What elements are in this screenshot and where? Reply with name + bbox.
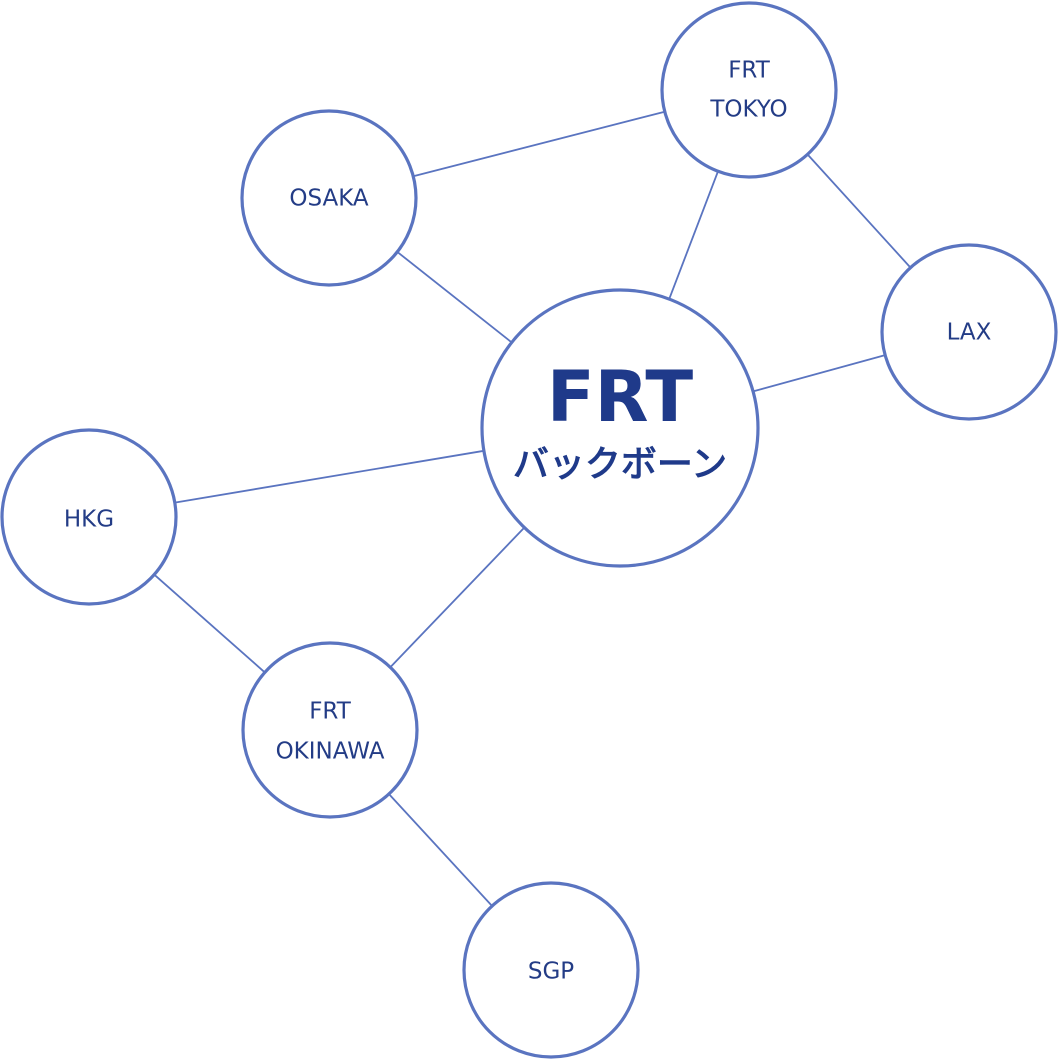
node-circle — [660, 1, 838, 179]
node-label: HKG — [64, 507, 114, 533]
node-circle — [240, 109, 418, 287]
edge-hub-osaka — [396, 251, 513, 344]
connection-lines — [153, 110, 912, 907]
edge-hub-lax — [752, 354, 886, 393]
node-label: OSAKA — [289, 186, 369, 212]
node-label-line2: OKINAWA — [276, 739, 385, 765]
node-circle — [241, 641, 419, 819]
edge-tokyo-lax — [806, 153, 912, 269]
node-hkg: HKG — [0, 428, 178, 606]
node-label-line1: FRT — [728, 58, 771, 84]
node-circle — [462, 881, 640, 1059]
hub-subtitle: バックボーン — [513, 444, 727, 485]
edge-hkg-okinawa — [153, 573, 266, 674]
edge-hub-hkg — [174, 449, 485, 504]
edge-hub-tokyo — [668, 170, 719, 300]
node-label-line1: FRT — [309, 699, 352, 725]
node-frt-backbone-hub: FRT バックボーン — [480, 288, 760, 568]
node-circle — [880, 243, 1058, 421]
node-frt-tokyo: FRT TOKYO — [660, 1, 838, 179]
node-label: SGP — [528, 959, 574, 985]
node-frt-okinawa: FRT OKINAWA — [241, 641, 419, 819]
node-label-line2: TOKYO — [709, 97, 787, 123]
node-circle — [0, 428, 178, 606]
edge-osaka-tokyo — [413, 110, 665, 178]
node-label: LAX — [947, 320, 992, 346]
hub-title: FRT — [547, 356, 694, 438]
node-osaka: OSAKA — [240, 109, 418, 287]
node-sgp: SGP — [462, 881, 640, 1059]
hub-circle — [480, 288, 760, 568]
edge-hub-okinawa — [389, 526, 526, 668]
edge-okinawa-sgp — [388, 793, 493, 907]
node-lax: LAX — [880, 243, 1058, 421]
